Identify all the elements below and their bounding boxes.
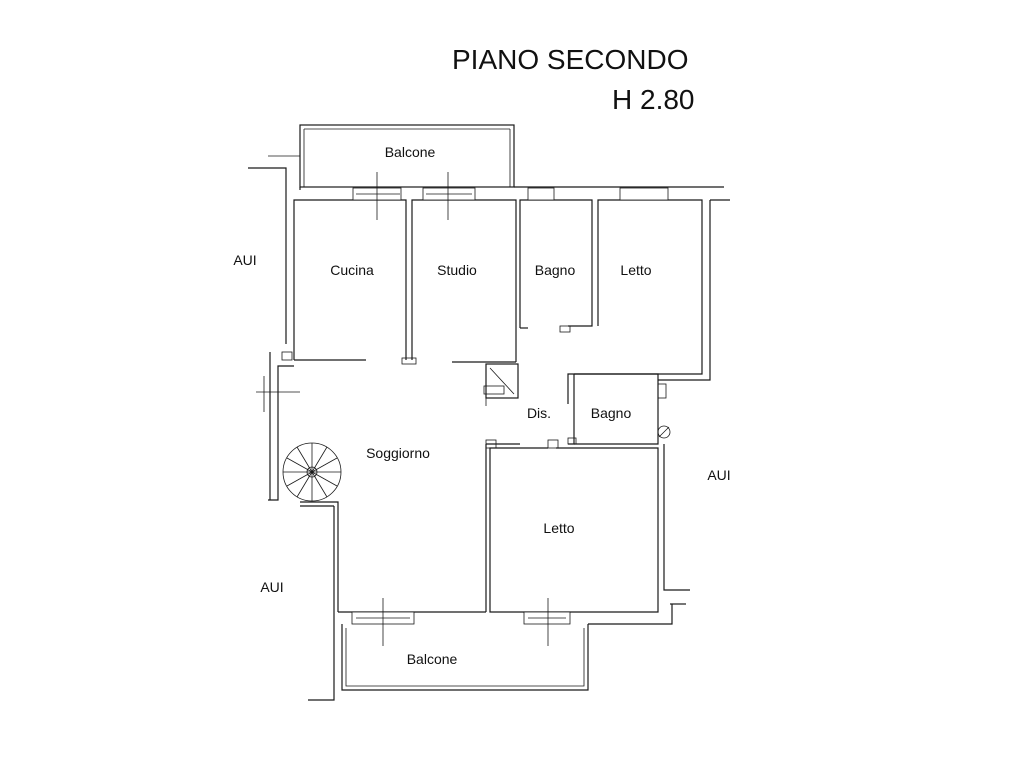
wall-right bbox=[588, 444, 690, 625]
label-letto-bottom: Letto bbox=[543, 520, 575, 536]
wall-left-upper bbox=[248, 167, 293, 361]
room-cucina bbox=[293, 172, 417, 365]
label-bagno-mid: Bagno bbox=[590, 405, 632, 421]
ceiling-height: H 2.80 bbox=[612, 84, 695, 115]
room-bagno-top bbox=[519, 187, 593, 333]
stair-small bbox=[483, 363, 519, 406]
label-aui-left: AUI bbox=[233, 252, 257, 268]
label-balcone-bottom: Balcone bbox=[406, 651, 458, 667]
label-dis: Dis. bbox=[526, 405, 552, 421]
label-soggiorno: Soggiorno bbox=[366, 445, 430, 461]
room-bagno-mid bbox=[567, 373, 671, 445]
balcony-top bbox=[268, 124, 515, 188]
floor-title: PIANO SECONDO bbox=[452, 44, 689, 75]
label-balcone-top: Balcone bbox=[384, 144, 436, 160]
windows-bottom bbox=[351, 598, 571, 646]
label-letto-top: Letto bbox=[620, 262, 652, 278]
room-soggiorno bbox=[256, 352, 520, 613]
wall-top-facade bbox=[299, 186, 724, 190]
label-cucina: Cucina bbox=[330, 262, 374, 278]
label-studio: Studio bbox=[437, 262, 477, 278]
label-aui-right: AUI bbox=[707, 467, 731, 483]
room-letto-top bbox=[567, 187, 730, 404]
balcony-bottom bbox=[300, 505, 589, 701]
room-letto-bottom bbox=[489, 439, 659, 613]
label-bagno-top: Bagno bbox=[534, 262, 576, 278]
label-aui-bottom-left: AUI bbox=[260, 579, 284, 595]
spiral-staircase bbox=[282, 442, 342, 502]
room-studio bbox=[411, 172, 517, 363]
